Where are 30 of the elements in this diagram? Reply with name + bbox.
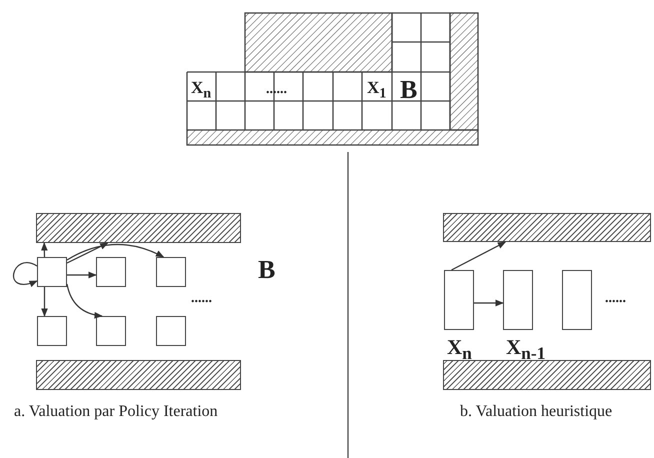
hatched-wall — [443, 213, 651, 242]
state-label: X$_{n}$ — [191, 79, 212, 101]
hatched-wall — [443, 360, 651, 390]
hatched-wall — [36, 360, 241, 390]
arrow — [66, 242, 108, 264]
region-label: B — [258, 257, 276, 283]
arrow — [451, 241, 506, 271]
arrow — [66, 284, 103, 318]
state-label: X$_{n-1}$ — [506, 337, 546, 363]
cell-square — [37, 257, 67, 287]
arrow — [13, 262, 38, 287]
arrow — [66, 244, 164, 261]
cell-square — [562, 270, 592, 330]
cell-square — [96, 316, 126, 346]
state-label: X$_{1}$ — [367, 79, 386, 101]
caption: b. Valuation heuristique — [460, 404, 612, 420]
hatched-wall — [36, 213, 241, 243]
arrow — [41, 242, 48, 258]
ellipsis: ...... — [191, 292, 212, 306]
caption: a. Valuation par Policy Iteration — [14, 404, 218, 420]
cell-square — [96, 257, 126, 287]
cell-square — [156, 316, 186, 346]
cell-square — [37, 316, 67, 346]
arrow — [474, 300, 504, 306]
arrow — [67, 272, 97, 278]
cell-square — [156, 257, 186, 287]
state-label: X$_{n}$ — [447, 337, 472, 363]
arrow — [41, 287, 48, 317]
ellipsis: ...... — [605, 292, 626, 306]
region-label: B — [400, 77, 418, 103]
